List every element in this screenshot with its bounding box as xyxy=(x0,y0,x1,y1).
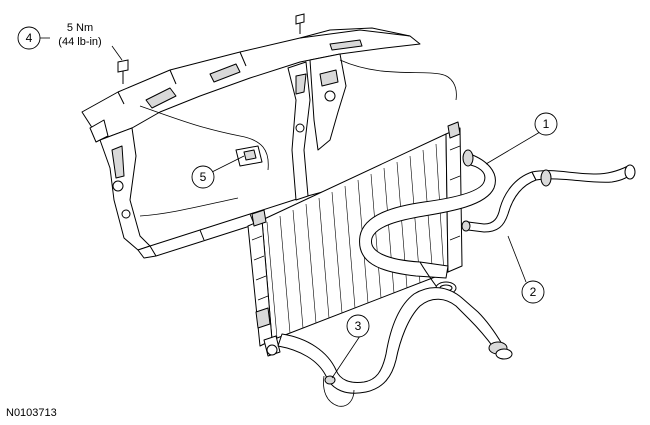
svg-text:1: 1 xyxy=(543,117,550,131)
torque-spec-metric: 5 Nm xyxy=(67,22,93,34)
figure-id: N0103713 xyxy=(6,407,57,419)
callout-2: 2 xyxy=(521,280,545,304)
degas-bottle-hose xyxy=(461,164,636,233)
callout-3: 3 xyxy=(346,314,370,338)
radiator-support xyxy=(81,27,457,259)
torque-spec-imperial: (44 lb-in) xyxy=(58,36,101,48)
callout-1: 1 xyxy=(534,112,558,136)
radiator xyxy=(247,121,463,357)
svg-text:3: 3 xyxy=(355,319,362,333)
lower-radiator-hose xyxy=(277,287,513,407)
callout-leaders xyxy=(40,37,541,379)
callout-4: 4 xyxy=(17,26,41,50)
callout-5: 5 xyxy=(191,165,215,189)
svg-text:2: 2 xyxy=(530,285,537,299)
svg-text:5: 5 xyxy=(200,170,207,184)
svg-text:4: 4 xyxy=(26,31,33,45)
radiator-support-bolt xyxy=(117,13,305,84)
torque-spec: 5 Nm (44 lb-in) xyxy=(58,22,101,48)
